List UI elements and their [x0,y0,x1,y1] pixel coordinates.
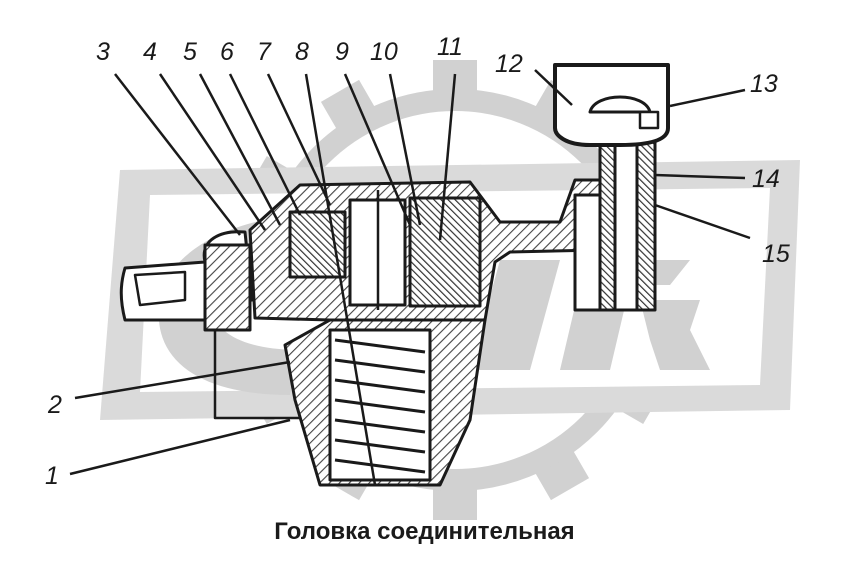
callout-12: 12 [495,50,523,78]
callout-5: 5 [183,38,197,66]
callout-8: 8 [295,38,309,66]
callout-14: 14 [752,165,780,193]
callout-1: 1 [45,462,59,490]
spring [334,338,426,474]
part-body [119,63,670,487]
callout-10: 10 [370,38,398,66]
callout-11: 11 [437,33,463,61]
callout-13: 13 [750,70,778,98]
leader-lines [69,69,751,486]
callout-9: 9 [335,38,349,66]
callout-7: 7 [257,38,272,66]
callout-labels: 1 2 3 4 5 6 7 8 9 10 11 12 13 14 15 [45,33,790,490]
figure-caption: Головка соединительная [274,518,575,545]
callout-3: 3 [96,38,110,66]
callout-2: 2 [47,391,62,419]
callout-4: 4 [143,38,157,66]
callout-15: 15 [762,240,790,268]
callout-6: 6 [220,38,234,66]
